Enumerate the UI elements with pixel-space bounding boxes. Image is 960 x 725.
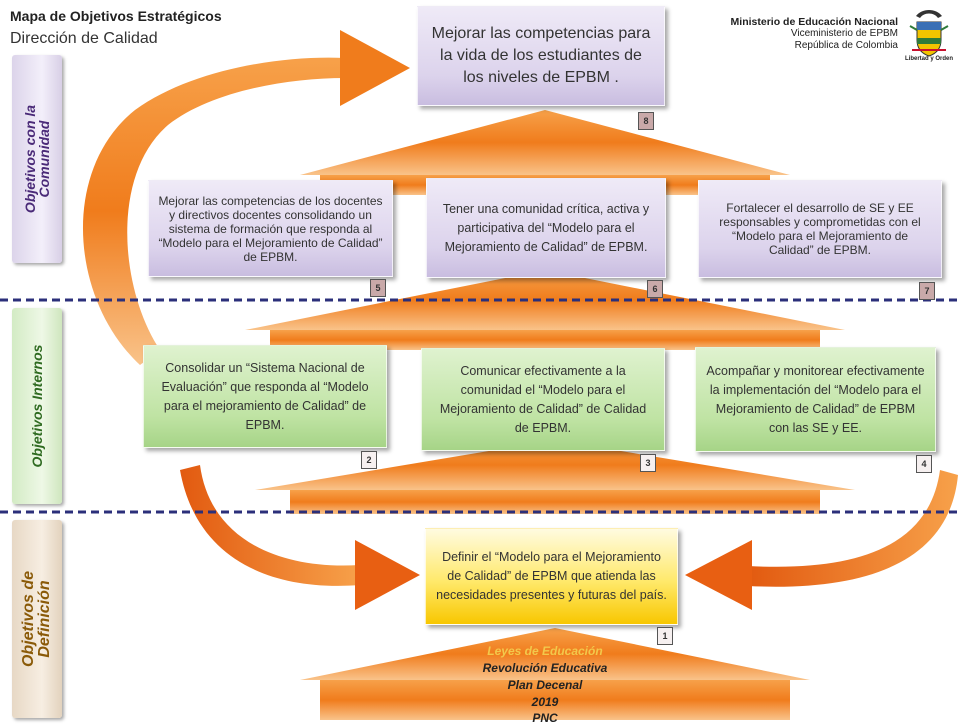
objective-box-1: Definir el “Modelo para el Mejoramiento …: [425, 528, 678, 625]
objective-number-4: 4: [916, 455, 932, 473]
objective-box-8: Mejorar las competencias para la vida de…: [417, 6, 665, 106]
coat-of-arms-icon: [909, 10, 949, 57]
page-subtitle: Dirección de Calidad: [10, 30, 158, 47]
ministry-name: Ministerio de Educación Nacional: [730, 16, 898, 28]
arrow-to-internal-row: [255, 440, 855, 514]
objective-number-2: 2: [361, 451, 377, 469]
objective-box-3: Comunicar efectivamente a la comunidad e…: [421, 348, 665, 451]
objective-text-2: Consolidar un “Sistema Nacional de Evalu…: [161, 360, 369, 432]
section-label-community-line2: Comunidad: [36, 120, 52, 198]
objective-number-5: 5: [370, 279, 386, 297]
foundation-laws: Leyes de Educación: [487, 644, 603, 658]
objective-number-3: 3: [640, 454, 656, 472]
objective-box-4: Acompañar y monitorear efectivamente la …: [695, 347, 936, 452]
objective-box-6: Tener una comunidad crítica, activa y pa…: [426, 178, 666, 278]
objective-text-7: Fortalecer el desarrollo de SE y EE resp…: [719, 201, 921, 257]
objective-text-6: Tener una comunidad crítica, activa y pa…: [442, 201, 650, 254]
foundation-pnc: PNC: [532, 711, 558, 725]
section-label-definition-line1: Objetivos de: [20, 570, 37, 668]
motto: Libertad y Orden: [904, 56, 953, 62]
foundation-year: 2019: [531, 695, 559, 709]
objective-text-5: Mejorar las competencias de los docentes…: [158, 193, 383, 264]
objective-number-6: 6: [647, 280, 663, 298]
objective-box-7: Fortalecer el desarrollo de SE y EE resp…: [698, 180, 942, 278]
page-title: Mapa de Objetivos Estratégicos: [10, 8, 222, 24]
objective-number-8: 8: [638, 112, 654, 130]
curved-arrow-4-to-1: [685, 470, 958, 610]
curved-arrow-2-to-1: [180, 465, 420, 610]
arrow-to-objective-1: [300, 628, 810, 720]
objective-number-1: 1: [657, 627, 673, 645]
country-name: República de Colombia: [794, 40, 898, 51]
objective-text-4: Acompañar y monitorear efectivamente la …: [706, 363, 925, 435]
objective-box-5: Mejorar las competencias de los docentes…: [148, 180, 393, 277]
objective-text-8: Mejorar las competencias para la vida de…: [431, 25, 651, 86]
objective-box-2: Consolidar un “Sistema Nacional de Evalu…: [143, 345, 387, 448]
objective-text-3: Comunicar efectivamente a la comunidad e…: [439, 363, 647, 435]
section-label-definition-line2: Definición: [36, 580, 53, 658]
objective-text-1: Definir el “Modelo para el Mejoramiento …: [436, 550, 667, 602]
viceministry-name: Viceministerio de EPBM: [790, 28, 898, 39]
section-label-internal-text: Objetivos Internos: [29, 344, 45, 468]
objective-number-7: 7: [919, 282, 935, 300]
arrow-to-community-row: [245, 270, 845, 350]
foundation-revolution: Revolución Educativa: [482, 661, 608, 675]
ministry-block: Ministerio de Educación Nacional Vicemin…: [678, 16, 898, 52]
foundation-decennial-plan: Plan Decenal: [507, 678, 583, 692]
curved-arrow-2-to-8: [82, 30, 410, 365]
section-label-internal: Objetivos Internos: [12, 308, 62, 504]
